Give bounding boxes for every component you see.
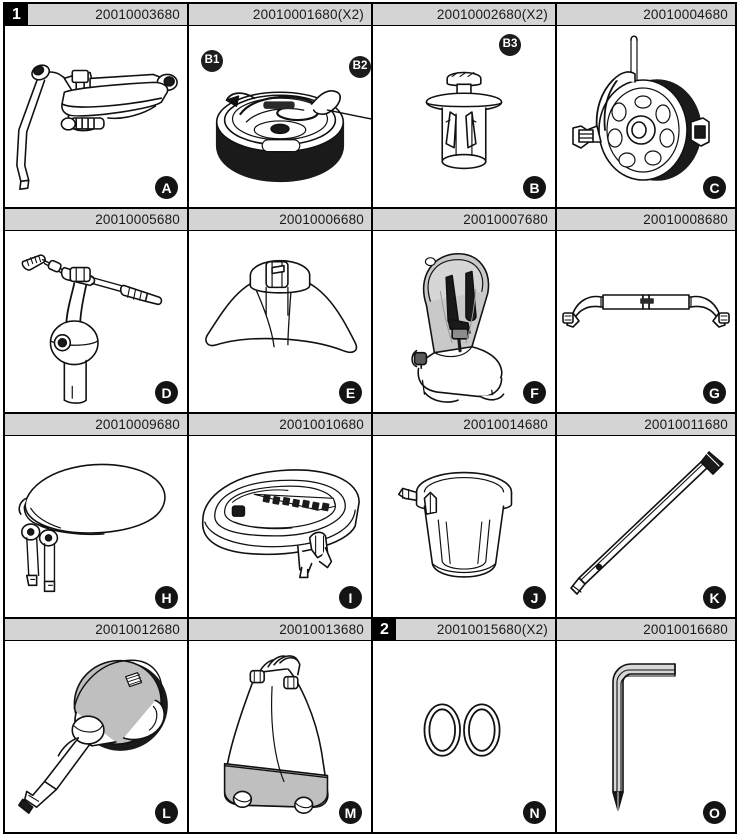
callout-b1: B1 — [201, 50, 223, 72]
parts-grid: 1 20010003680 — [3, 2, 737, 834]
part-header: 20010016680 — [557, 619, 735, 641]
bumper-bar-icon — [557, 231, 735, 412]
part-header: 20010006680 — [189, 209, 371, 231]
part-cell-g[interactable]: 20010008680 G — [557, 209, 735, 414]
part-number: 20010005680 — [95, 212, 180, 227]
part-letter-badge: F — [523, 381, 546, 404]
part-letter-badge: J — [523, 586, 546, 609]
part-number: 20010016680 — [643, 622, 728, 637]
part-cell-o[interactable]: 20010016680 O — [557, 619, 735, 832]
part-cell-l[interactable]: 20010012680 — [5, 619, 189, 832]
part-header: 20010009680 — [5, 414, 187, 436]
part-number: 20010004680 — [643, 7, 728, 22]
push-handle-tube-icon — [557, 436, 735, 617]
part-cell-c[interactable]: 20010004680 — [557, 4, 735, 209]
part-cell-k[interactable]: 20010011680 K — [557, 414, 735, 619]
push-rivet-icon — [373, 26, 555, 207]
child-seat-icon — [373, 231, 555, 412]
storage-bag-icon — [189, 641, 371, 832]
part-header: 20010001680(X2) — [189, 4, 371, 26]
frame-chassis-icon — [5, 26, 187, 207]
part-number: 20010009680 — [95, 417, 180, 432]
part-letter-badge: L — [155, 801, 178, 824]
part-header: 1 20010003680 — [5, 4, 187, 26]
part-header: 20010014680 — [373, 414, 555, 436]
part-cell-b-base[interactable]: 20010001680(X2) — [189, 4, 373, 209]
part-number: 20010014680 — [463, 417, 548, 432]
part-letter-badge: N — [523, 801, 546, 824]
part-cell-f[interactable]: 20010007680 — [373, 209, 557, 414]
part-number: 20010012680 — [95, 622, 180, 637]
part-letter-badge: H — [155, 586, 178, 609]
part-letter-badge: B — [523, 176, 546, 199]
part-letter-badge: A — [155, 176, 178, 199]
part-number: 20010003680 — [95, 7, 180, 22]
part-header: 20010008680 — [557, 209, 735, 231]
part-number: 20010011680 — [644, 417, 728, 432]
part-header: 20010004680 — [557, 4, 735, 26]
part-cell-b-rivet[interactable]: 20010002680(X2) — [373, 4, 557, 209]
washer-rings-icon — [373, 641, 555, 832]
console-tray-icon — [189, 436, 371, 617]
round-base-icon — [189, 26, 371, 207]
part-header: 20010011680 — [557, 414, 735, 436]
hex-key-icon — [557, 641, 735, 832]
step-badge-2: 2 — [373, 619, 396, 641]
part-letter-badge: D — [155, 381, 178, 404]
part-header: 20010005680 — [5, 209, 187, 231]
part-number: 20010015680(X2) — [436, 622, 548, 637]
part-number: 20010010680 — [279, 417, 364, 432]
fender-canopy-icon — [189, 231, 371, 412]
callout-b3: B3 — [499, 34, 521, 56]
part-letter-badge: K — [703, 586, 726, 609]
part-cell-m[interactable]: 20010013680 — [189, 619, 373, 832]
cup-holder-icon — [373, 436, 555, 617]
part-header: 2 20010015680(X2) — [373, 619, 555, 641]
part-header: 20010007680 — [373, 209, 555, 231]
part-letter-badge: O — [703, 801, 726, 824]
part-header: 20010010680 — [189, 414, 371, 436]
part-number: 20010013680 — [279, 622, 364, 637]
part-number: 20010008680 — [643, 212, 728, 227]
part-header: 20010013680 — [189, 619, 371, 641]
step-badge-1: 1 — [5, 4, 28, 26]
part-number: 20010006680 — [279, 212, 364, 227]
handlebar-icon — [5, 231, 187, 412]
part-number: 20010002680(X2) — [436, 7, 548, 22]
part-number: 20010001680(X2) — [252, 7, 364, 22]
part-cell-e[interactable]: 20010006680 E — [189, 209, 373, 414]
front-wheel-icon — [557, 26, 735, 207]
part-letter-badge: M — [339, 801, 362, 824]
part-header: 20010002680(X2) — [373, 4, 555, 26]
callout-b2: B2 — [349, 56, 371, 78]
part-cell-a[interactable]: 1 20010003680 — [5, 4, 189, 209]
part-cell-h[interactable]: 20010009680 — [5, 414, 189, 619]
part-cell-d[interactable]: 20010005680 — [5, 209, 189, 414]
part-cell-n[interactable]: 2 20010015680(X2) N — [373, 619, 557, 832]
part-number: 20010007680 — [463, 212, 548, 227]
sun-canopy-icon — [5, 436, 187, 617]
part-cell-i[interactable]: 20010010680 — [189, 414, 373, 619]
part-letter-badge: G — [703, 381, 726, 404]
part-header: 20010012680 — [5, 619, 187, 641]
part-letter-badge: E — [339, 381, 362, 404]
part-letter-badge: I — [339, 586, 362, 609]
rear-wheel-icon — [5, 641, 187, 832]
part-cell-j[interactable]: 20010014680 J — [373, 414, 557, 619]
part-letter-badge: C — [703, 176, 726, 199]
